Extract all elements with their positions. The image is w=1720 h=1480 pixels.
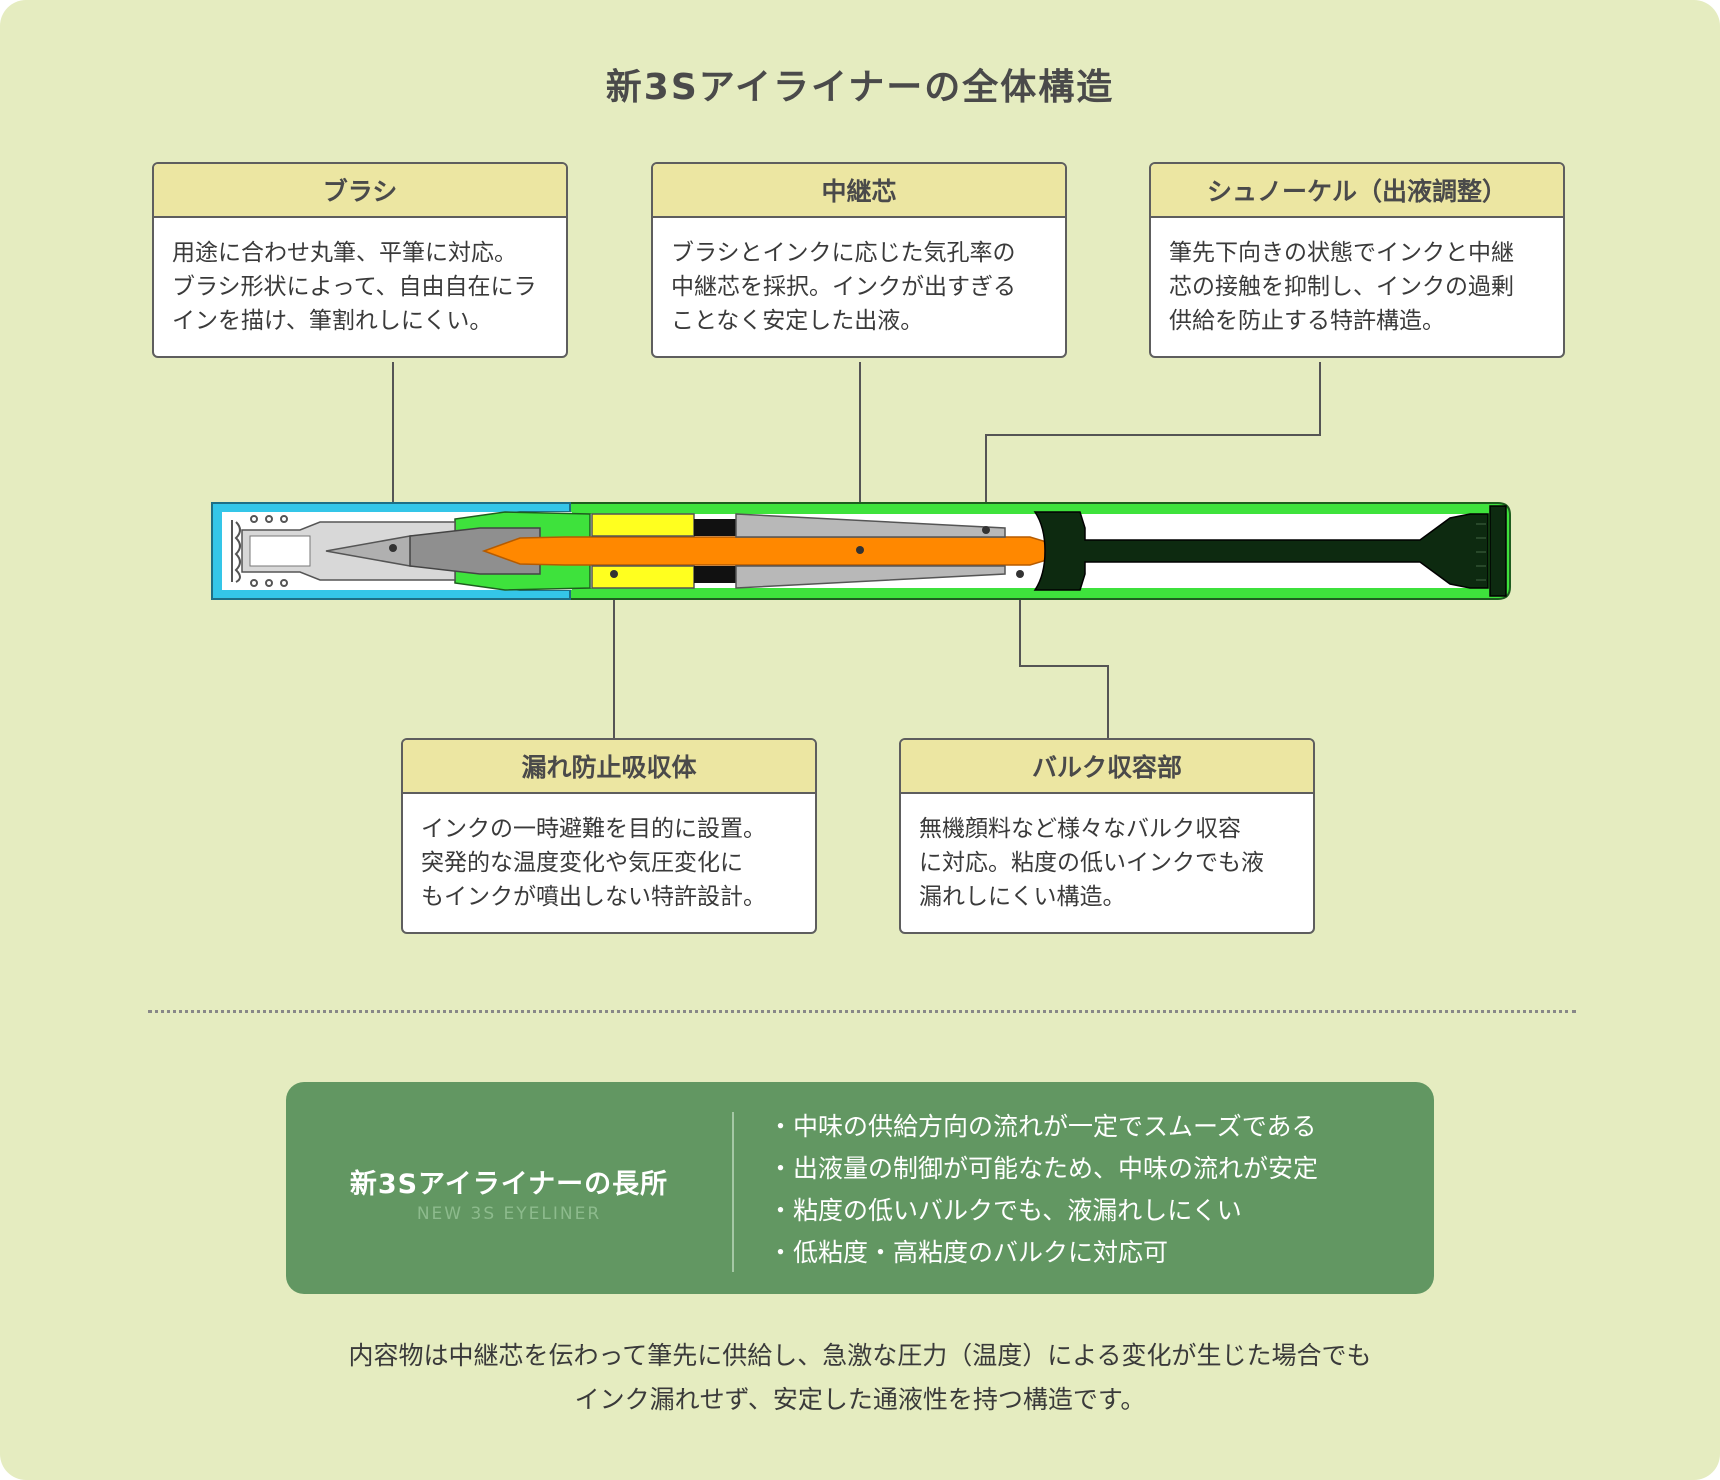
callout-snorkel-line: 芯の接触を抑制し、インクの過剰 bbox=[1169, 274, 1514, 300]
snorkel-bottom bbox=[735, 565, 1006, 589]
callout-relay-core-line: ことなく安定した出液。 bbox=[671, 308, 924, 334]
footnote-line: 内容物は中継芯を伝わって筆先に供給し、急激な圧力（温度）による変化が生じた場合で… bbox=[348, 1341, 1372, 1370]
callout-brush-line: ブラシ形状によって、自由自在にラ bbox=[172, 274, 537, 300]
merits-panel: 新3Sアイライナーの長所 NEW 3S EYELINER ・中味の供給方向の流れ… bbox=[286, 1082, 1434, 1294]
callout-relay-core-line: ブラシとインクに応じた気孔率の bbox=[671, 240, 1016, 266]
callout-relay-core: 中継芯 ブラシとインクに応じた気孔率の 中継芯を採択。インクが出すぎる ことなく… bbox=[651, 162, 1067, 358]
callout-snorkel-line: 筆先下向きの状態でインクと中継 bbox=[1169, 240, 1514, 266]
callout-bulk-line: 無機顔料など様々なバルク収容 bbox=[919, 816, 1241, 842]
callout-snorkel-body: 筆先下向きの状態でインクと中継 芯の接触を抑制し、インクの過剰 供給を防止する特… bbox=[1151, 218, 1563, 338]
callout-absorber-line: もインクが噴出しない特許設計。 bbox=[421, 884, 766, 910]
snorkel-top bbox=[735, 513, 1006, 538]
merits-title: 新3Sアイライナーの長所 bbox=[349, 1169, 669, 1200]
callout-bulk: バルク収容部 無機顔料など様々なバルク収容 に対応。粘度の低いインクでも液 漏れ… bbox=[899, 738, 1315, 934]
callout-absorber-title: 漏れ防止吸収体 bbox=[403, 740, 815, 794]
footnote-line: インク漏れせず、安定した通液性を持つ構造です。 bbox=[574, 1385, 1146, 1414]
leader-line-bulk bbox=[1019, 574, 1109, 738]
seal-bottom bbox=[694, 566, 736, 583]
callout-bulk-line: に対応。粘度の低いインクでも液 bbox=[919, 850, 1264, 876]
footnote: 内容物は中継芯を伝わって筆先に供給し、急激な圧力（温度）による変化が生じた場合で… bbox=[0, 1334, 1720, 1422]
callout-snorkel-line: 供給を防止する特許構造。 bbox=[1169, 308, 1445, 334]
cap-spring bbox=[231, 515, 288, 587]
callout-absorber-line: 突発的な温度変化や気圧変化に bbox=[421, 850, 743, 876]
callout-absorber: 漏れ防止吸収体 インクの一時避難を目的に設置。 突発的な温度変化や気圧変化に も… bbox=[401, 738, 817, 934]
callout-snorkel-title: シュノーケル（出液調整） bbox=[1151, 164, 1563, 218]
tail-cap bbox=[1489, 505, 1507, 597]
seal-top bbox=[694, 519, 736, 536]
leader-line-snorkel bbox=[985, 362, 1321, 530]
merits-item: ・出液量の制御が可能なため、中味の流れが安定 bbox=[768, 1154, 1319, 1183]
callout-brush: ブラシ 用途に合わせ丸筆、平筆に対応。 ブラシ形状によって、自由自在にラ インを… bbox=[152, 162, 568, 358]
bulk-piston bbox=[1033, 511, 1489, 591]
callout-brush-line: インを描け、筆割れしにくい。 bbox=[172, 308, 493, 334]
callout-bulk-line: 漏れしにくい構造。 bbox=[919, 884, 1126, 910]
merits-list: ・中味の供給方向の流れが一定でスムーズである ・出液量の制御が可能なため、中味の… bbox=[768, 1106, 1318, 1274]
merits-item: ・低粘度・高粘度のバルクに対応可 bbox=[768, 1238, 1169, 1267]
merits-separator bbox=[732, 1112, 734, 1272]
merits-item: ・粘度の低いバルクでも、液漏れしにくい bbox=[768, 1196, 1242, 1225]
dotted-divider bbox=[148, 1010, 1576, 1013]
absorber-bottom bbox=[591, 565, 695, 589]
absorber-top bbox=[591, 513, 695, 537]
inner-cap-window bbox=[249, 535, 311, 567]
tail-ribs bbox=[1476, 523, 1486, 581]
relay-core bbox=[481, 536, 1062, 566]
callout-bulk-body: 無機顔料など様々なバルク収容 に対応。粘度の低いインクでも液 漏れしにくい構造。 bbox=[901, 794, 1313, 914]
callout-relay-core-body: ブラシとインクに応じた気孔率の 中継芯を採択。インクが出すぎる ことなく安定した… bbox=[653, 218, 1065, 338]
page-title: 新3Sアイライナーの全体構造 bbox=[605, 67, 1115, 108]
callout-relay-core-title: 中継芯 bbox=[653, 164, 1065, 218]
callout-relay-core-line: 中継芯を採択。インクが出すぎる bbox=[671, 274, 1016, 300]
callout-brush-line: 用途に合わせ丸筆、平筆に対応。 bbox=[172, 240, 517, 266]
pen-cross-section bbox=[211, 362, 1511, 738]
callout-brush-body: 用途に合わせ丸筆、平筆に対応。 ブラシ形状によって、自由自在にラ インを描け、筆… bbox=[154, 218, 566, 338]
merits-item: ・中味の供給方向の流れが一定でスムーズである bbox=[768, 1112, 1317, 1141]
callout-bulk-title: バルク収容部 bbox=[901, 740, 1313, 794]
merits-subtitle: NEW 3S EYELINER bbox=[416, 1204, 602, 1224]
callout-brush-title: ブラシ bbox=[154, 164, 566, 218]
callout-snorkel: シュノーケル（出液調整） 筆先下向きの状態でインクと中継 芯の接触を抑制し、イン… bbox=[1149, 162, 1565, 358]
callout-absorber-body: インクの一時避難を目的に設置。 突発的な温度変化や気圧変化に もインクが噴出しな… bbox=[403, 794, 815, 914]
callout-absorber-line: インクの一時避難を目的に設置。 bbox=[421, 816, 766, 842]
brush-ferrule bbox=[409, 527, 541, 575]
leader-dots bbox=[389, 526, 1024, 578]
